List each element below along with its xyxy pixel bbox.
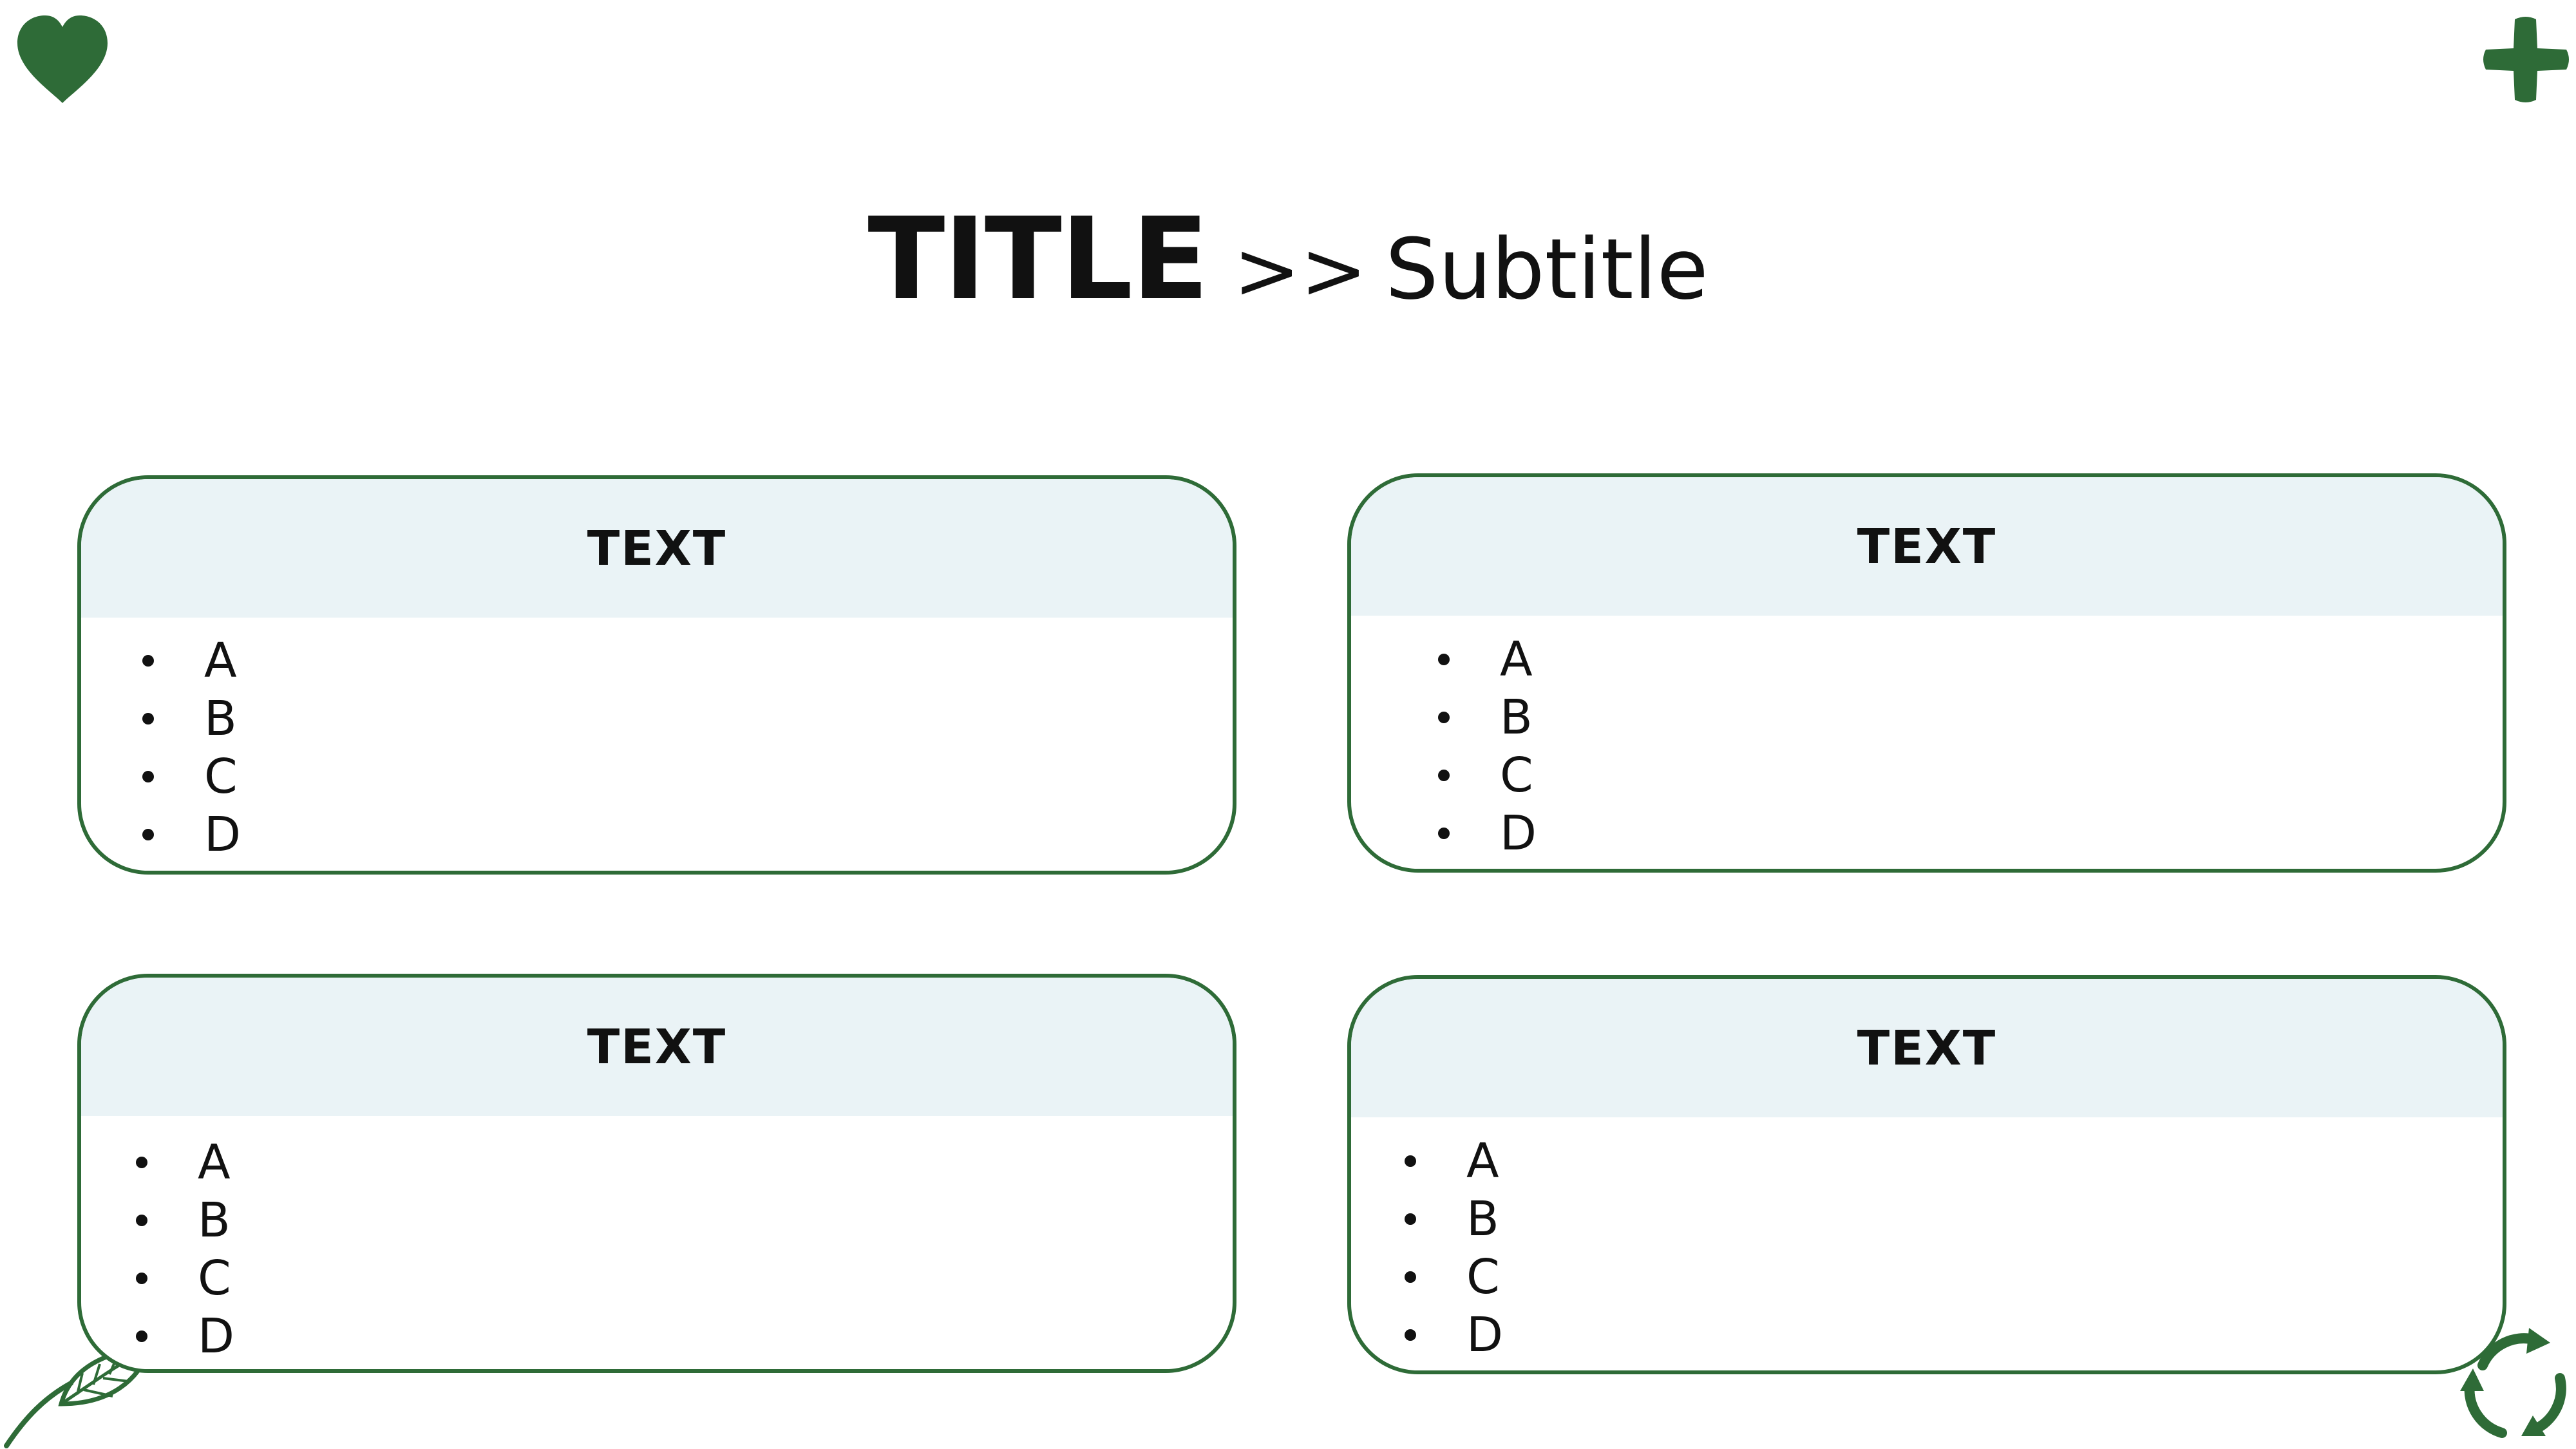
plus-icon	[2479, 13, 2573, 106]
bullet-icon	[1405, 1213, 1416, 1225]
list-item: B	[1438, 688, 1537, 746]
list-item: D	[1438, 804, 1537, 862]
bullet-icon	[1438, 770, 1450, 781]
bullet-icon	[1438, 712, 1450, 723]
list-item: D	[142, 806, 241, 864]
card-heading: TEXT	[587, 1019, 727, 1075]
list-item: B	[142, 690, 241, 748]
leaf-icon	[0, 1333, 158, 1449]
list-item-label: A	[198, 1135, 231, 1190]
bullet-icon	[1405, 1329, 1416, 1341]
bullet-list: A B C D	[142, 632, 241, 864]
bullet-icon	[142, 829, 154, 840]
bullet-icon	[136, 1331, 147, 1342]
list-item-label: B	[204, 691, 237, 746]
list-item-label: A	[204, 633, 237, 688]
list-item: C	[1438, 746, 1537, 804]
card-top-right: TEXT A B C D	[1347, 473, 2506, 873]
list-item: A	[1405, 1132, 1503, 1190]
list-item: D	[1405, 1306, 1503, 1364]
list-item-label: C	[1466, 1249, 1500, 1305]
card-bottom-right: TEXT A B C D	[1347, 975, 2506, 1374]
bullet-icon	[1405, 1155, 1416, 1167]
list-item-label: B	[198, 1193, 231, 1248]
list-item-label: C	[204, 749, 238, 804]
recycle-icon	[2457, 1327, 2573, 1446]
card-header: TEXT	[1351, 477, 2503, 616]
bullet-icon	[1438, 828, 1450, 839]
title-separator: >>	[1233, 225, 1368, 317]
list-item-label: D	[1466, 1307, 1503, 1363]
list-item: C	[136, 1249, 234, 1307]
list-item: C	[1405, 1248, 1503, 1306]
title-main: TITLE	[867, 193, 1209, 325]
list-item-label: D	[198, 1309, 234, 1364]
card-header: TEXT	[81, 978, 1233, 1116]
card-header: TEXT	[81, 479, 1233, 618]
card-heading: TEXT	[587, 520, 727, 576]
bullet-list: A B C D	[1405, 1132, 1503, 1364]
list-item: A	[142, 632, 241, 690]
bullet-list: A B C D	[136, 1133, 234, 1365]
bullet-icon	[1438, 654, 1450, 665]
list-item-label: D	[204, 807, 241, 862]
list-item-label: B	[1500, 690, 1533, 745]
list-item: C	[142, 748, 241, 806]
list-item-label: A	[1466, 1133, 1499, 1189]
bullet-icon	[136, 1215, 147, 1226]
card-bottom-left: TEXT A B C D	[77, 974, 1236, 1373]
bullet-icon	[1405, 1271, 1416, 1283]
list-item-label: C	[1500, 748, 1533, 803]
title-subtitle: Subtitle	[1385, 220, 1709, 318]
bullet-icon	[136, 1273, 147, 1284]
bullet-icon	[142, 713, 154, 724]
heart-icon	[14, 14, 111, 104]
list-item: D	[136, 1307, 234, 1365]
list-item: A	[136, 1133, 234, 1191]
list-item: B	[1405, 1190, 1503, 1248]
list-item: B	[136, 1191, 234, 1249]
card-header: TEXT	[1351, 979, 2503, 1117]
bullet-list: A B C D	[1438, 630, 1537, 862]
bullet-icon	[142, 771, 154, 782]
list-item-label: B	[1466, 1191, 1499, 1247]
bullet-icon	[136, 1157, 147, 1168]
list-item-label: D	[1500, 806, 1537, 861]
list-item-label: C	[198, 1251, 231, 1306]
card-heading: TEXT	[1857, 518, 1997, 574]
list-item-label: A	[1500, 632, 1533, 687]
card-heading: TEXT	[1857, 1020, 1997, 1076]
bullet-icon	[142, 655, 154, 667]
card-top-left: TEXT A B C D	[77, 475, 1236, 875]
list-item: A	[1438, 630, 1537, 688]
page-title: TITLE >>Subtitle	[0, 193, 2576, 325]
